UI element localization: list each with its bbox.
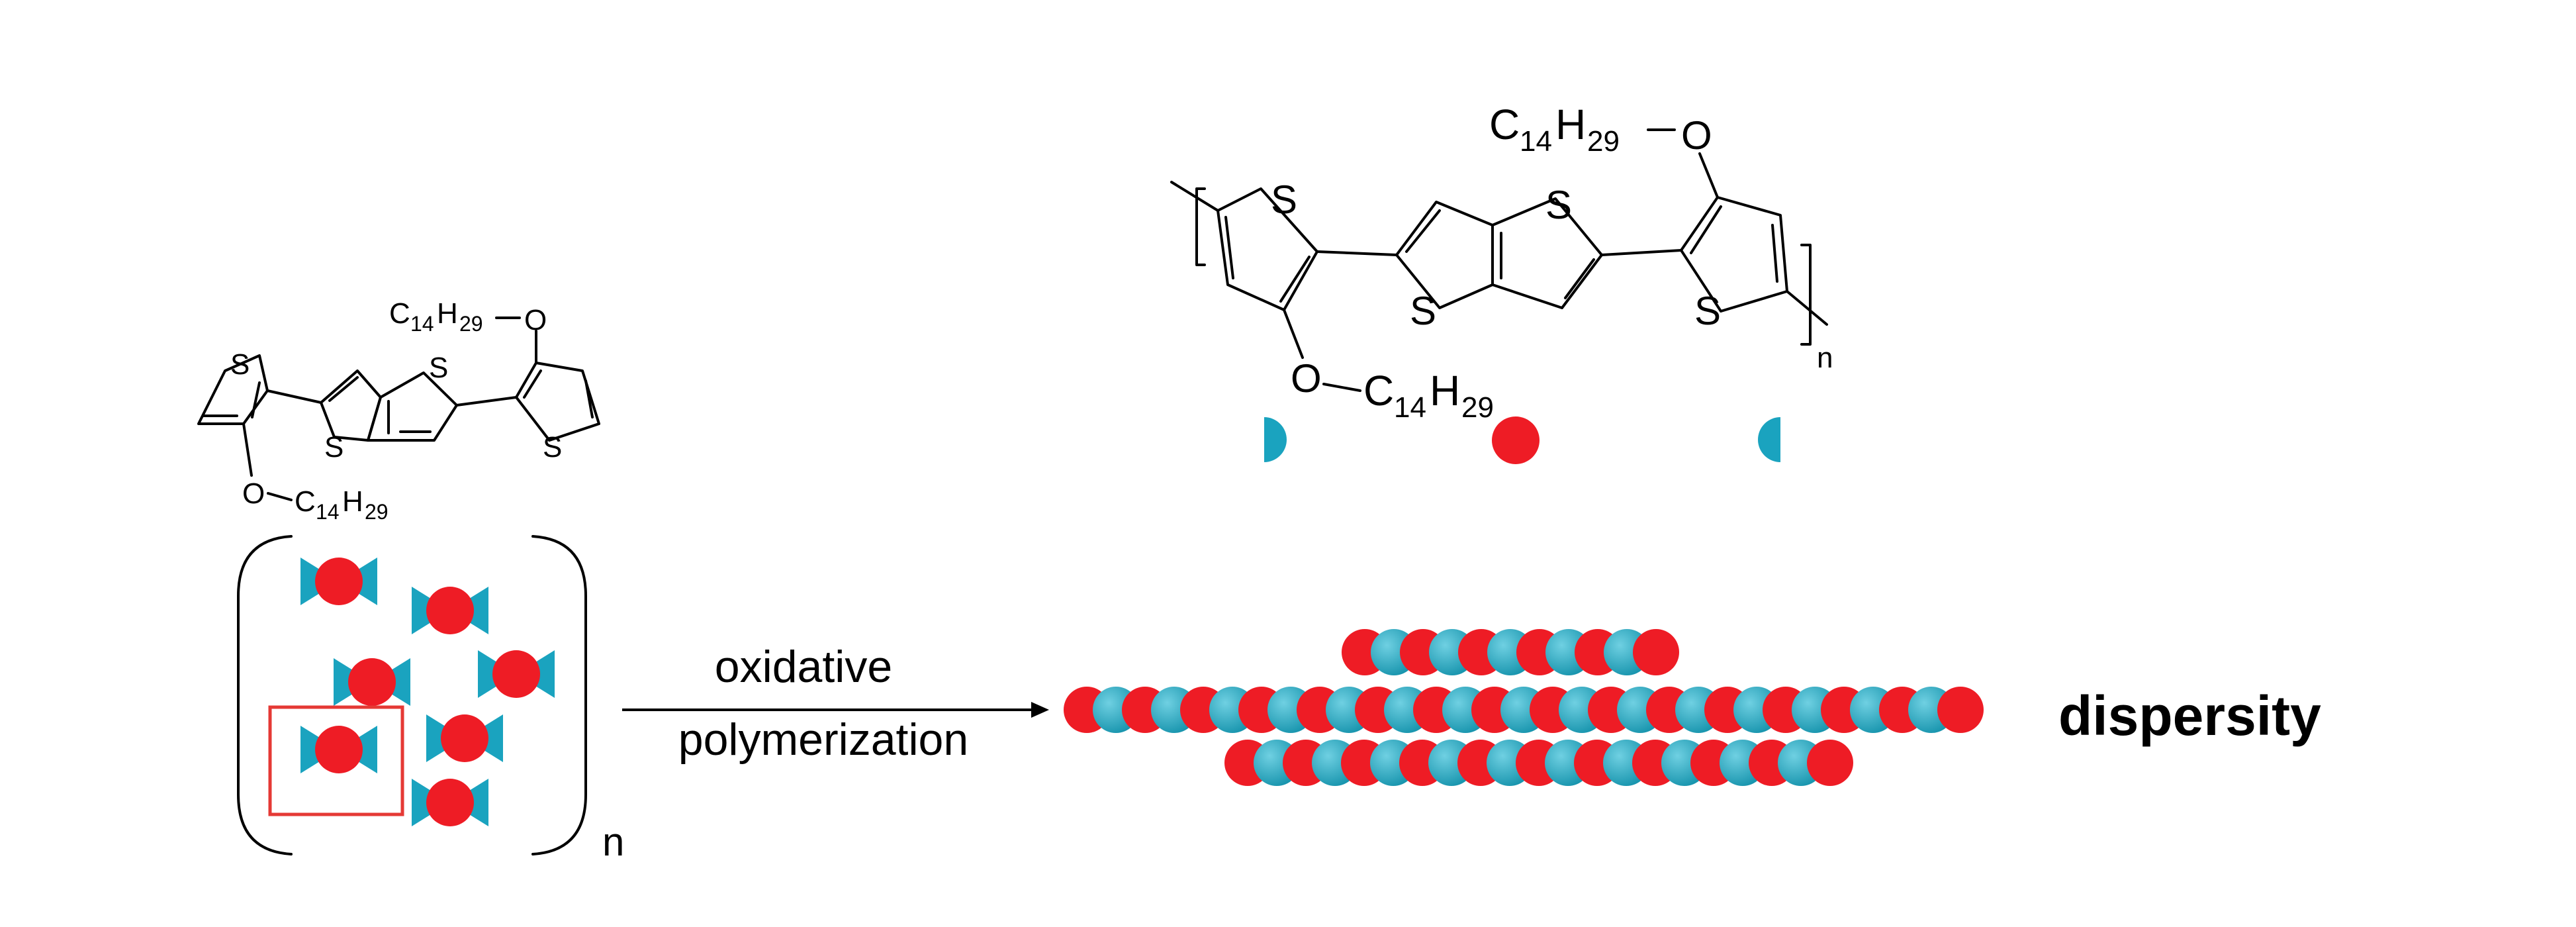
monomer-icon bbox=[426, 714, 503, 762]
polymer-sub-bottom-h-num: 29 bbox=[1461, 391, 1494, 424]
polymer-bracket-left bbox=[1195, 187, 1206, 266]
polymer-sub-bottom-h: H bbox=[1430, 367, 1460, 415]
monomer-s-center-bottom: S bbox=[324, 431, 344, 464]
arrow-label-line1: oxidative bbox=[715, 642, 892, 692]
marker-half-bead-left bbox=[1264, 417, 1287, 462]
monomer-thiophene-right-ring bbox=[515, 362, 600, 442]
polymer-chains bbox=[1064, 629, 1984, 786]
polymer-sub-top-h: H bbox=[1555, 101, 1586, 148]
monomer-s-right: S bbox=[543, 431, 562, 464]
monomer-icon bbox=[478, 650, 555, 698]
monomer-fused-ring-right bbox=[367, 371, 458, 442]
highlight-box bbox=[268, 705, 404, 816]
polymer-bracket-right bbox=[1800, 244, 1812, 346]
bracket-left bbox=[237, 535, 293, 855]
monomer-o-top: O bbox=[524, 304, 547, 336]
polymer-sub-bottom-c: C bbox=[1363, 367, 1394, 415]
polymer-chain bbox=[1342, 629, 1679, 675]
monomer-icon bbox=[412, 779, 488, 826]
chain-bead bbox=[1633, 629, 1679, 675]
monomer-icon bbox=[300, 726, 377, 773]
polymer-fused-ring-right bbox=[1491, 197, 1603, 309]
polymer-s-center-bottom: S bbox=[1410, 289, 1436, 333]
arrow-label-line2: polymerization bbox=[678, 714, 968, 765]
polymer-o-bottom: O bbox=[1291, 356, 1322, 401]
marker-red-bead bbox=[1492, 416, 1540, 464]
polymer-sub-top-c: C bbox=[1489, 101, 1520, 148]
dispersity-label: dispersity bbox=[2058, 685, 2321, 747]
polymer-s-right: S bbox=[1694, 289, 1721, 333]
marker-half-bead-right bbox=[1758, 417, 1780, 462]
monomer-icon-set bbox=[300, 558, 555, 826]
polymer-s-center-top: S bbox=[1545, 183, 1572, 227]
polymer-chain bbox=[1224, 740, 1853, 786]
monomer-sub-bottom-c: C bbox=[295, 485, 316, 518]
monomer-icon bbox=[300, 558, 377, 605]
monomer-structure: S S S S O O C 14 H 29 C 14 H 29 bbox=[197, 297, 600, 524]
polymer-structure: n S S S S O O C 14 H 29 C 14 H 29 bbox=[1170, 101, 1833, 424]
bracket-right bbox=[531, 535, 587, 855]
arrow-head bbox=[1031, 702, 1049, 718]
polymer-sub-top-h-num: 29 bbox=[1587, 125, 1620, 158]
polymer-thiophene-right-ring bbox=[1680, 196, 1788, 313]
polymer-thiophene-left-ring bbox=[1217, 187, 1318, 311]
monomer-s-center-top: S bbox=[429, 352, 448, 384]
polymer-sub-bottom-c-num: 14 bbox=[1394, 391, 1426, 424]
monomer-icon bbox=[334, 658, 410, 706]
polymer-bracket-n: n bbox=[1817, 342, 1833, 374]
monomer-sub-bottom-h-num: 29 bbox=[365, 500, 389, 524]
polymer-unit-markers bbox=[1264, 416, 1780, 464]
monomer-bracket-group: n bbox=[237, 535, 624, 864]
reaction-arrow: oxidative polymerization bbox=[622, 642, 1049, 765]
monomer-sub-top-c: C bbox=[389, 297, 410, 330]
polymer-chain bbox=[1064, 687, 1984, 733]
monomer-icon bbox=[412, 587, 488, 634]
chain-bead bbox=[1807, 740, 1853, 786]
polymer-o-top: O bbox=[1681, 113, 1712, 158]
monomer-s-left: S bbox=[230, 348, 250, 381]
monomer-sub-bottom-h: H bbox=[342, 485, 363, 518]
chain-bead bbox=[1937, 687, 1984, 733]
monomer-sub-top-h: H bbox=[437, 297, 458, 330]
monomer-bracket-n: n bbox=[602, 820, 624, 864]
polymer-s-left: S bbox=[1271, 177, 1297, 222]
monomer-o-bottom: O bbox=[242, 477, 265, 510]
polymer-sub-top-c-num: 14 bbox=[1520, 125, 1552, 158]
monomer-sub-bottom-c-num: 14 bbox=[316, 500, 340, 524]
monomer-sub-top-h-num: 29 bbox=[459, 312, 483, 336]
monomer-sub-top-c-num: 14 bbox=[410, 312, 434, 336]
